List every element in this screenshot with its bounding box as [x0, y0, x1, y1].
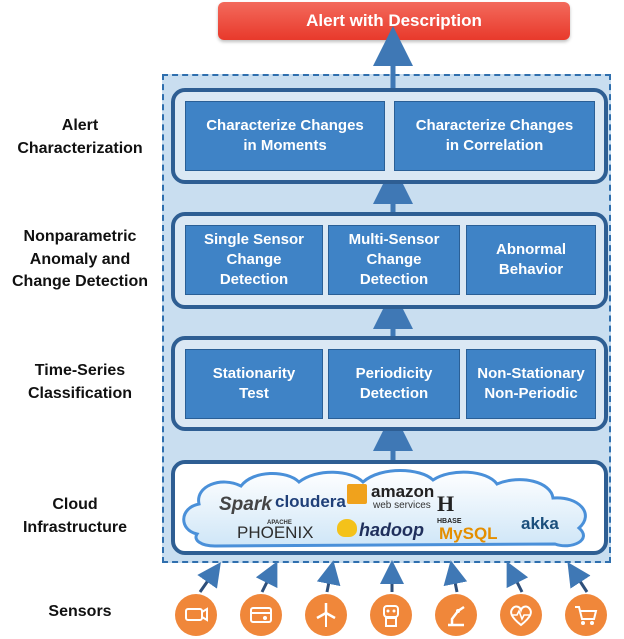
sensors-label: Sensors	[48, 603, 112, 620]
logo-hadoop: hadoop	[359, 520, 424, 540]
box-stationarity-test: Stationarity Test	[185, 349, 323, 419]
wind-turbine-icon	[305, 594, 347, 636]
shopping-cart-icon	[565, 594, 607, 636]
logo-hbase-mark: H	[437, 491, 455, 516]
heartbeat-icon	[500, 594, 542, 636]
logo-hbase: HBASE	[437, 518, 462, 525]
robot-icon	[370, 594, 412, 636]
layer-alert-characterization: Characterize Changes in Moments Characte…	[171, 88, 608, 184]
logo-mysql: MySQL	[439, 524, 498, 543]
layer-cloud: Spark APACHE PHOENIX cloudera amazon web…	[171, 460, 608, 555]
layer-label-anomaly-detection: Nonparametric Anomaly and Change Detecti…	[11, 228, 148, 291]
layer-anomaly-detection: Single Sensor Change Detection Multi-Sen…	[171, 212, 608, 309]
layer-label-classification: Time-Series Classification	[27, 362, 133, 402]
box-multi-sensor: Multi-Sensor Change Detection	[328, 225, 460, 295]
box-periodicity-detection: Periodicity Detection	[328, 349, 460, 419]
logo-aws: web services	[373, 500, 431, 511]
sensor-arrow	[443, 560, 468, 593]
sensor-arrow	[255, 561, 278, 593]
logo-spark: Spark	[219, 494, 272, 515]
sensor-arrow	[567, 561, 591, 593]
logo-akka: akka	[521, 514, 559, 533]
logo-hadoop-elephant	[337, 519, 357, 537]
box-correlation: Characterize Changes in Correlation	[394, 101, 595, 171]
logo-phoenix: PHOENIX	[237, 523, 314, 542]
layer-label-alert-characterization: Alert Characterization	[17, 117, 143, 157]
box-abnormal-behavior: Abnormal Behavior	[466, 225, 596, 295]
robotic-arm-icon	[435, 594, 477, 636]
layer-label-cloud: Cloud Infrastructure	[22, 496, 128, 536]
box-moments: Characterize Changes in Moments	[185, 101, 385, 171]
logo-cloudera: cloudera	[275, 492, 346, 511]
cloud-icon	[182, 469, 587, 548]
card-reader-icon	[240, 594, 282, 636]
logo-apache: APACHE	[267, 520, 292, 526]
camera-icon	[175, 594, 217, 636]
sensor-arrow	[197, 562, 221, 593]
sensor-arrow	[316, 560, 341, 593]
sensor-arrow	[506, 561, 529, 593]
box-non-stationary: Non-Stationary Non-Periodic	[466, 349, 596, 419]
layer-classification: Stationarity Test Periodicity Detection …	[171, 336, 608, 431]
box-single-sensor: Single Sensor Change Detection	[185, 225, 323, 295]
logo-aws-cubes	[347, 484, 367, 504]
logo-amazon: amazon	[371, 482, 435, 501]
